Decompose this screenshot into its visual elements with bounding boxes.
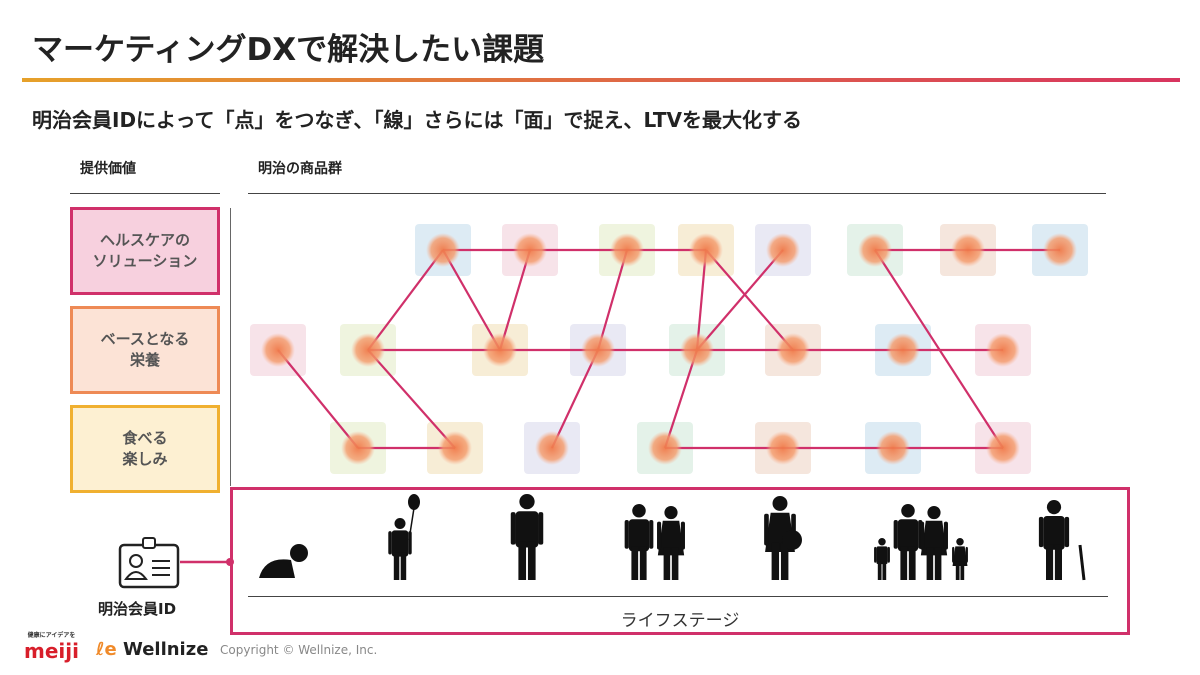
product-link	[442, 249, 501, 351]
wellnize-logo: ℓe Wellnize	[96, 639, 209, 660]
family-icon	[874, 504, 968, 580]
couple-icon	[624, 504, 685, 580]
copyright: Copyright © Wellnize, Inc.	[220, 643, 378, 657]
product-node	[986, 431, 1020, 465]
life-stage-frame	[230, 487, 1130, 635]
product-node	[986, 333, 1020, 367]
life-stage-axis	[248, 596, 1108, 597]
product-node	[351, 333, 385, 367]
product-node	[261, 333, 295, 367]
page-title: マーケティングDXで解決したい課題	[32, 32, 545, 68]
product-link	[874, 249, 1004, 449]
product-link	[367, 249, 444, 351]
product-node	[766, 431, 800, 465]
divider	[248, 193, 1106, 194]
product-link	[596, 249, 629, 351]
value-line: ソリューション	[92, 252, 198, 270]
value-eating-enjoyment: 食べる楽しみ	[70, 405, 220, 493]
life-stage-label: ライフステージ	[620, 611, 740, 631]
value-line: 楽しみ	[122, 450, 168, 468]
product-link	[551, 349, 599, 449]
product-node	[876, 431, 910, 465]
subtitle: 明治会員IDによって「点」をつなぎ、「線」さらには「面」で捉え、LTVを最大化す…	[32, 108, 802, 132]
product-link	[696, 249, 784, 351]
product-node	[610, 233, 644, 267]
product-link	[705, 249, 794, 351]
child-balloon-icon	[388, 494, 420, 580]
divider	[70, 193, 220, 194]
product-node	[951, 233, 985, 267]
member-id-label: 明治会員ID	[98, 600, 177, 618]
product-node	[1043, 233, 1077, 267]
product-node	[341, 431, 375, 465]
value-healthcare-solution: ヘルスケアのソリューション	[70, 207, 220, 295]
product-node	[858, 233, 892, 267]
product-node	[535, 431, 569, 465]
baby-icon	[259, 544, 308, 578]
member-id-card-icon	[118, 537, 180, 589]
value-line: 食べる	[122, 429, 168, 447]
product-node	[426, 233, 460, 267]
product-node	[776, 333, 810, 367]
value-line: ヘルスケアの	[99, 231, 190, 249]
value-base-nutrition: ベースとなる栄養	[70, 306, 220, 394]
elderly-icon	[1038, 500, 1086, 581]
product-node	[689, 233, 723, 267]
pregnant-woman-icon	[764, 496, 802, 580]
divider	[230, 208, 231, 486]
value-line: ベースとなる	[100, 330, 190, 348]
title-divider	[22, 78, 1180, 82]
product-node	[766, 233, 800, 267]
product-link	[367, 349, 456, 449]
product-link	[663, 349, 699, 449]
value-line: 栄養	[129, 351, 160, 369]
product-link	[277, 349, 359, 449]
product-node	[513, 233, 547, 267]
value-header: 提供価値	[80, 161, 136, 177]
products-header: 明治の商品群	[258, 161, 342, 177]
product-node	[438, 431, 472, 465]
product-node	[680, 333, 714, 367]
product-node	[648, 431, 682, 465]
product-node	[886, 333, 920, 367]
product-node	[581, 333, 615, 367]
product-node	[483, 333, 517, 367]
man-icon	[510, 494, 544, 580]
product-link	[498, 249, 532, 351]
